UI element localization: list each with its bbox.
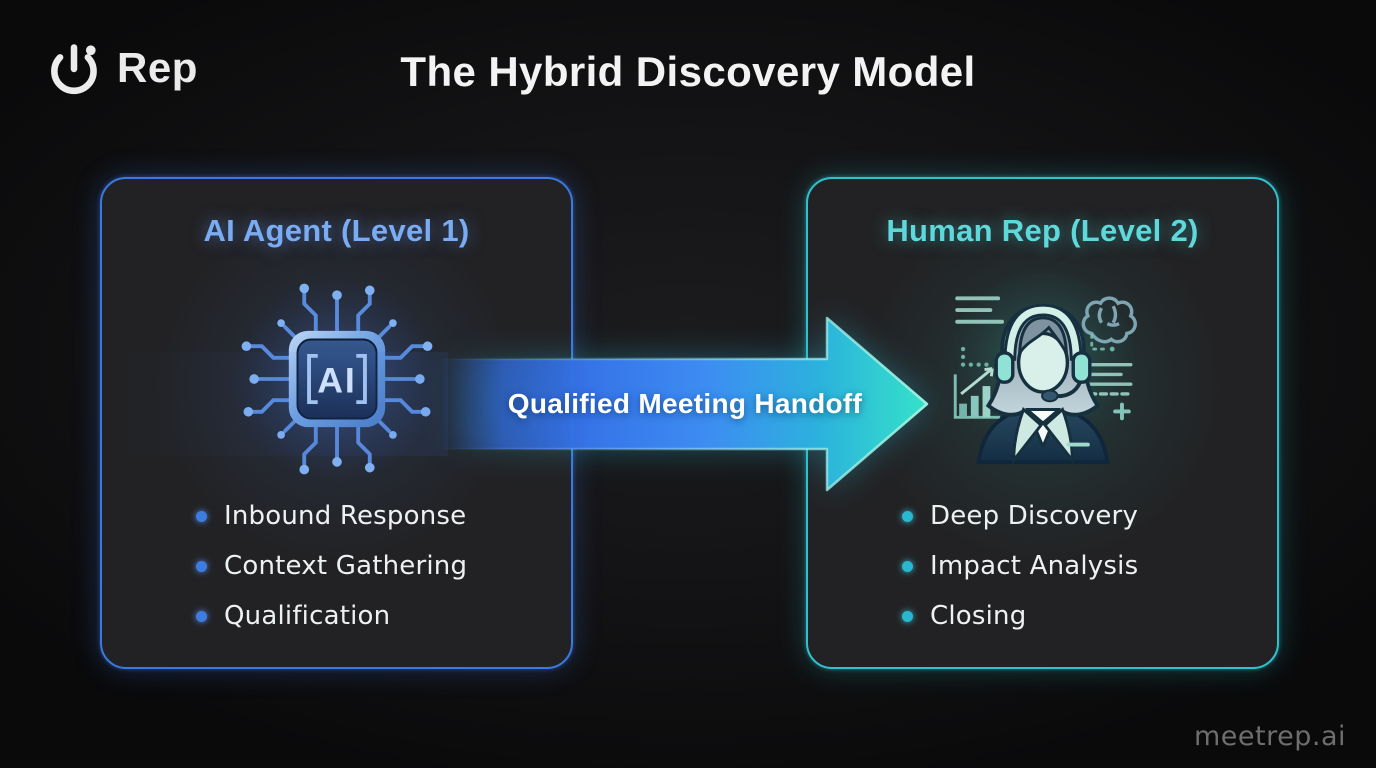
list-item: Qualification	[196, 601, 467, 631]
bullet-label: Qualification	[224, 601, 391, 631]
human-rep-box: Human Rep (Level 2)	[806, 177, 1279, 669]
ai-agent-box-title: AI Agent (Level 1)	[203, 213, 470, 248]
bullet-dot-icon	[196, 610, 207, 622]
bullet-label: Impact Analysis	[930, 551, 1139, 581]
handoff-arrow-icon	[438, 316, 929, 492]
watermark: meetrep.ai	[1194, 721, 1346, 752]
arrow-glow-trail	[100, 352, 448, 456]
bullet-label: Deep Discovery	[930, 501, 1139, 531]
svg-text:AI: AI	[317, 360, 357, 400]
human-rep-box-title: Human Rep (Level 2)	[886, 213, 1199, 248]
bullet-label: Inbound Response	[224, 501, 467, 531]
bullet-dot-icon	[902, 510, 913, 522]
bullet-dot-icon	[196, 510, 207, 522]
bullet-dot-icon	[902, 610, 913, 622]
ai-agent-bullet-list: Inbound Response Context Gathering Quali…	[196, 501, 467, 631]
human-rep-bullet-list: Deep Discovery Impact Analysis Closing	[902, 501, 1138, 631]
bullet-dot-icon	[902, 560, 913, 572]
brand-logo: Rep	[46, 40, 198, 96]
brand-name: Rep	[117, 44, 198, 91]
ai-chip-icon: AI	[231, 273, 443, 490]
list-item: Impact Analysis	[902, 551, 1138, 581]
list-item: Context Gathering	[196, 551, 467, 581]
page-title: The Hybrid Discovery Model	[400, 48, 976, 95]
ai-agent-box: AI Agent (Level 1)	[100, 177, 573, 669]
list-item: Deep Discovery	[902, 501, 1138, 531]
handoff-arrow-label: Qualified Meeting Handoff	[507, 388, 863, 419]
power-icon	[46, 40, 102, 96]
bullet-label: Context Gathering	[224, 551, 468, 581]
bullet-label: Closing	[930, 601, 1027, 631]
bullet-dot-icon	[196, 560, 207, 572]
list-item: Inbound Response	[196, 501, 467, 531]
human-rep-icon	[945, 273, 1140, 473]
list-item: Closing	[902, 601, 1138, 631]
